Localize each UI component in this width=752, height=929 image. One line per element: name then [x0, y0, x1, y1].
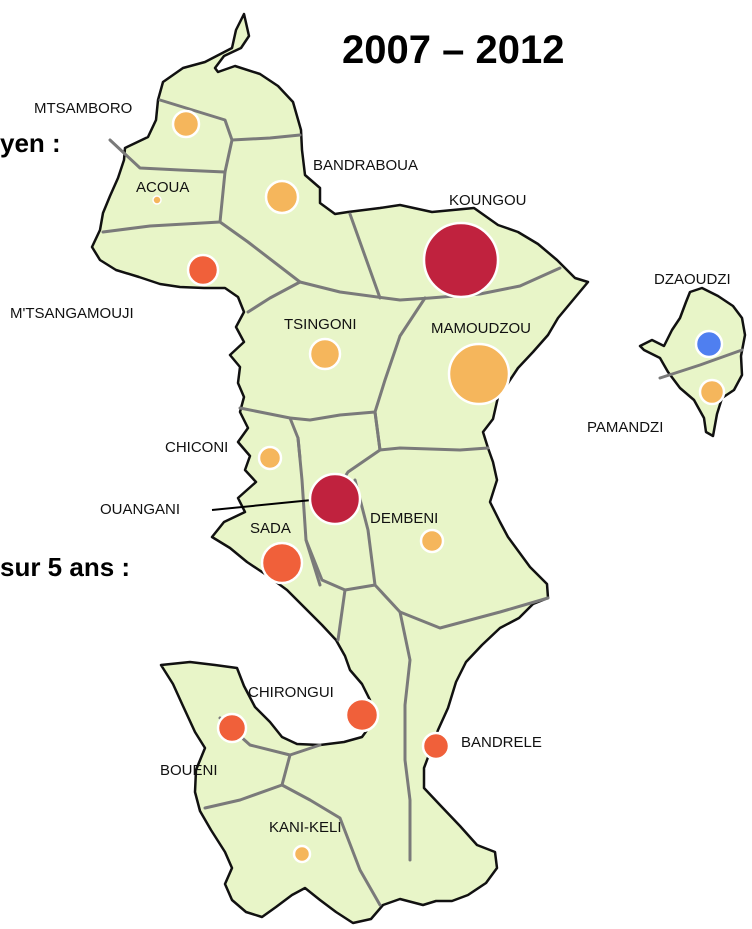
circle-mtsamboro — [171, 109, 201, 139]
label-mtsangamouji: M'TSANGAMOUJI — [10, 305, 134, 322]
commune-labels: MTSAMBORO ACOUA BANDRABOUA KOUNGOU M'TSA… — [10, 100, 731, 836]
label-koungou: KOUNGOU — [449, 192, 527, 209]
label-acoua: ACOUA — [136, 179, 189, 196]
label-sada: SADA — [250, 520, 291, 537]
label-mtsamboro: MTSAMBORO — [34, 100, 132, 117]
label-boueni: BOUENI — [160, 762, 218, 779]
circle-mamoudzou — [447, 342, 511, 406]
label-chiconi: CHICONI — [165, 439, 228, 456]
ouangani-leader-line — [211, 499, 313, 511]
label-tsingoni: TSINGONI — [284, 316, 357, 333]
petite-terre-island — [638, 286, 747, 438]
circle-bandrele — [421, 731, 451, 761]
circle-chiconi — [257, 445, 283, 471]
circle-pamandzi — [698, 378, 726, 406]
label-ouangani: OUANGANI — [100, 501, 180, 518]
commune-circles — [152, 109, 726, 864]
label-bandrele: BANDRELE — [461, 734, 542, 751]
side-text-top: yen : — [0, 128, 61, 158]
label-pamandzi: PAMANDZI — [587, 419, 663, 436]
circle-kani-keli — [292, 844, 312, 864]
circle-sada — [260, 541, 304, 585]
circle-mtsangamouji — [186, 253, 220, 287]
circle-ouangani — [308, 472, 362, 526]
label-kani-keli: KANI-KELI — [269, 819, 342, 836]
label-dembeni: DEMBENI — [370, 510, 438, 527]
circle-acoua — [152, 195, 162, 205]
label-mamoudzou: MAMOUDZOU — [431, 320, 531, 337]
circle-boueni — [216, 712, 248, 744]
grande-terre-island — [90, 12, 590, 925]
label-bandraboua: BANDRABOUA — [313, 157, 418, 174]
circle-chirongui — [344, 697, 380, 733]
label-dzaoudzi: DZAOUDZI — [654, 271, 731, 288]
circle-dzaoudzi — [694, 329, 724, 359]
commune-boundaries — [101, 98, 744, 907]
label-chirongui: CHIRONGUI — [248, 684, 334, 701]
circle-koungou — [422, 221, 500, 299]
side-text-bottom: sur 5 ans : — [0, 552, 131, 582]
circle-dembeni — [419, 528, 445, 554]
circle-bandraboua — [264, 179, 300, 215]
map-title: 2007 – 2012 — [342, 28, 565, 72]
circle-tsingoni — [308, 337, 342, 371]
